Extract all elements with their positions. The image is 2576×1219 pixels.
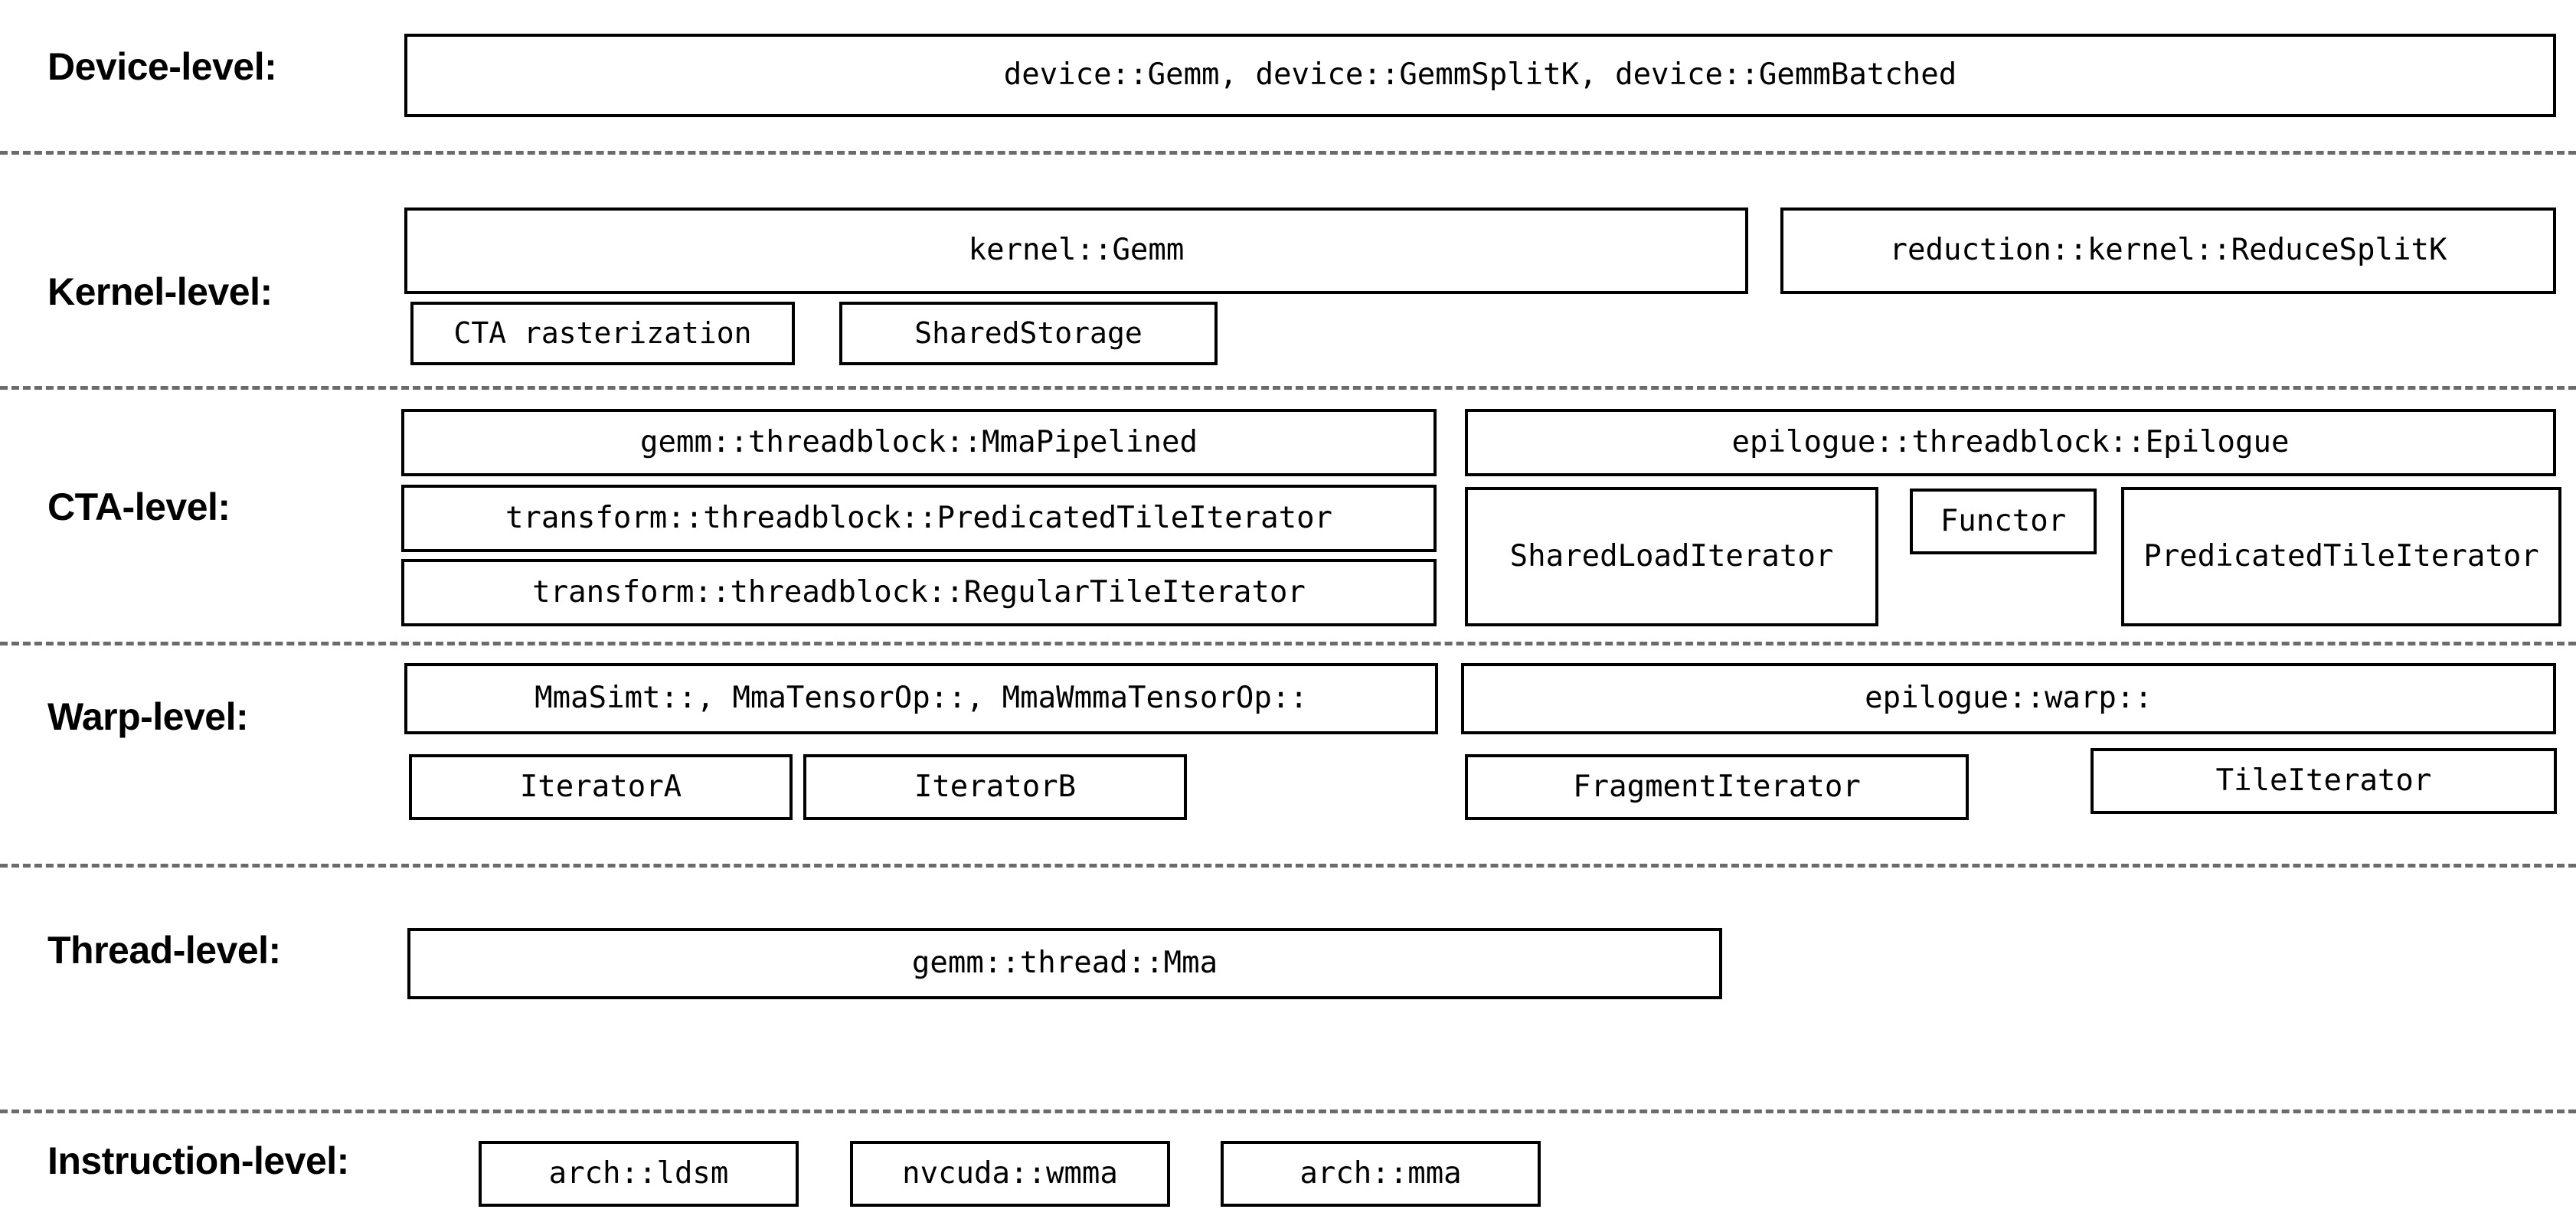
level-label-cta: CTA-level: [47, 485, 230, 528]
box-iteratorb-label: IteratorB [914, 769, 1077, 804]
box-tileiterator[interactable]: TileIterator [2091, 748, 2557, 814]
box-transform-threadblock-predicatedtileiterator[interactable]: transform::threadblock::PredicatedTileIt… [401, 485, 1437, 552]
level-label-kernel: Kernel-level: [47, 270, 273, 313]
box-predicatedtileiterator[interactable]: PredicatedTileIterator [2121, 487, 2561, 626]
box-transform-threadblock-regulartileiterator-label: transform::threadblock::RegularTileItera… [532, 574, 1306, 610]
box-fragmentiterator-label: FragmentIterator [1573, 769, 1861, 804]
divider-kernel-cta [0, 386, 2576, 390]
box-epilogue-warp-label: epilogue::warp:: [1865, 681, 2153, 716]
box-mma-ops-label: MmaSimt::, MmaTensorOp::, MmaWmmaTensorO… [534, 681, 1308, 716]
divider-warp-thread [0, 864, 2576, 868]
box-gemm-threadblock-mmapipelined-label: gemm::threadblock::MmaPipelined [640, 424, 1198, 459]
box-sharedloaditerator[interactable]: SharedLoadIterator [1465, 487, 1878, 626]
level-label-thread: Thread-level: [47, 929, 281, 972]
box-sharedloaditerator-label: SharedLoadIterator [1509, 538, 1834, 574]
box-kernel-gemm-label: kernel::Gemm [968, 233, 1185, 268]
box-transform-threadblock-regulartileiterator[interactable]: transform::threadblock::RegularTileItera… [401, 559, 1437, 626]
box-shared-storage[interactable]: SharedStorage [839, 302, 1218, 365]
box-iteratora-label: IteratorA [519, 769, 682, 804]
level-label-device: Device-level: [47, 45, 277, 88]
box-epilogue-warp[interactable]: epilogue::warp:: [1461, 663, 2556, 734]
box-nvcuda-wmma[interactable]: nvcuda::wmma [850, 1141, 1170, 1207]
box-functor[interactable]: Functor [1910, 489, 2097, 554]
divider-device-kernel [0, 151, 2576, 155]
box-fragmentiterator[interactable]: FragmentIterator [1465, 754, 1969, 820]
box-epilogue-threadblock-epilogue-label: epilogue::threadblock::Epilogue [1731, 424, 2290, 459]
box-mma-ops[interactable]: MmaSimt::, MmaTensorOp::, MmaWmmaTensorO… [404, 663, 1438, 734]
box-cta-rasterization-label: CTA rasterization [453, 315, 752, 350]
box-functor-label: Functor [1940, 503, 2067, 538]
box-gemm-thread-mma-label: gemm::thread::Mma [911, 946, 1218, 981]
box-arch-mma-label: arch::mma [1299, 1155, 1462, 1191]
box-arch-mma[interactable]: arch::mma [1221, 1141, 1541, 1207]
box-shared-storage-label: SharedStorage [914, 315, 1143, 350]
box-gemm-thread-mma[interactable]: gemm::thread::Mma [407, 928, 1722, 999]
box-device-gemm[interactable]: device::Gemm, device::GemmSplitK, device… [404, 34, 2556, 117]
level-label-warp: Warp-level: [47, 695, 249, 738]
box-kernel-gemm[interactable]: kernel::Gemm [404, 208, 1748, 294]
divider-cta-warp [0, 642, 2576, 645]
box-epilogue-threadblock-epilogue[interactable]: epilogue::threadblock::Epilogue [1465, 409, 2556, 476]
box-arch-ldsm[interactable]: arch::ldsm [479, 1141, 799, 1207]
box-arch-ldsm-label: arch::ldsm [548, 1155, 729, 1191]
box-tileiterator-label: TileIterator [2215, 763, 2432, 798]
level-label-instruction: Instruction-level: [47, 1139, 349, 1182]
box-reduction-kernel-reducesplitk[interactable]: reduction::kernel::ReduceSplitK [1780, 208, 2556, 294]
box-device-gemm-label: device::Gemm, device::GemmSplitK, device… [1003, 57, 1957, 93]
divider-thread-instruction [0, 1110, 2576, 1113]
box-nvcuda-wmma-label: nvcuda::wmma [902, 1155, 1118, 1191]
box-transform-threadblock-predicatedtileiterator-label: transform::threadblock::PredicatedTileIt… [505, 500, 1333, 535]
box-iteratora[interactable]: IteratorA [409, 754, 793, 820]
box-gemm-threadblock-mmapipelined[interactable]: gemm::threadblock::MmaPipelined [401, 409, 1437, 476]
box-cta-rasterization[interactable]: CTA rasterization [410, 302, 795, 365]
box-iteratorb[interactable]: IteratorB [803, 754, 1187, 820]
box-predicatedtileiterator-label: PredicatedTileIterator [2143, 538, 2539, 574]
box-reduction-kernel-reducesplitk-label: reduction::kernel::ReduceSplitK [1889, 233, 2447, 268]
